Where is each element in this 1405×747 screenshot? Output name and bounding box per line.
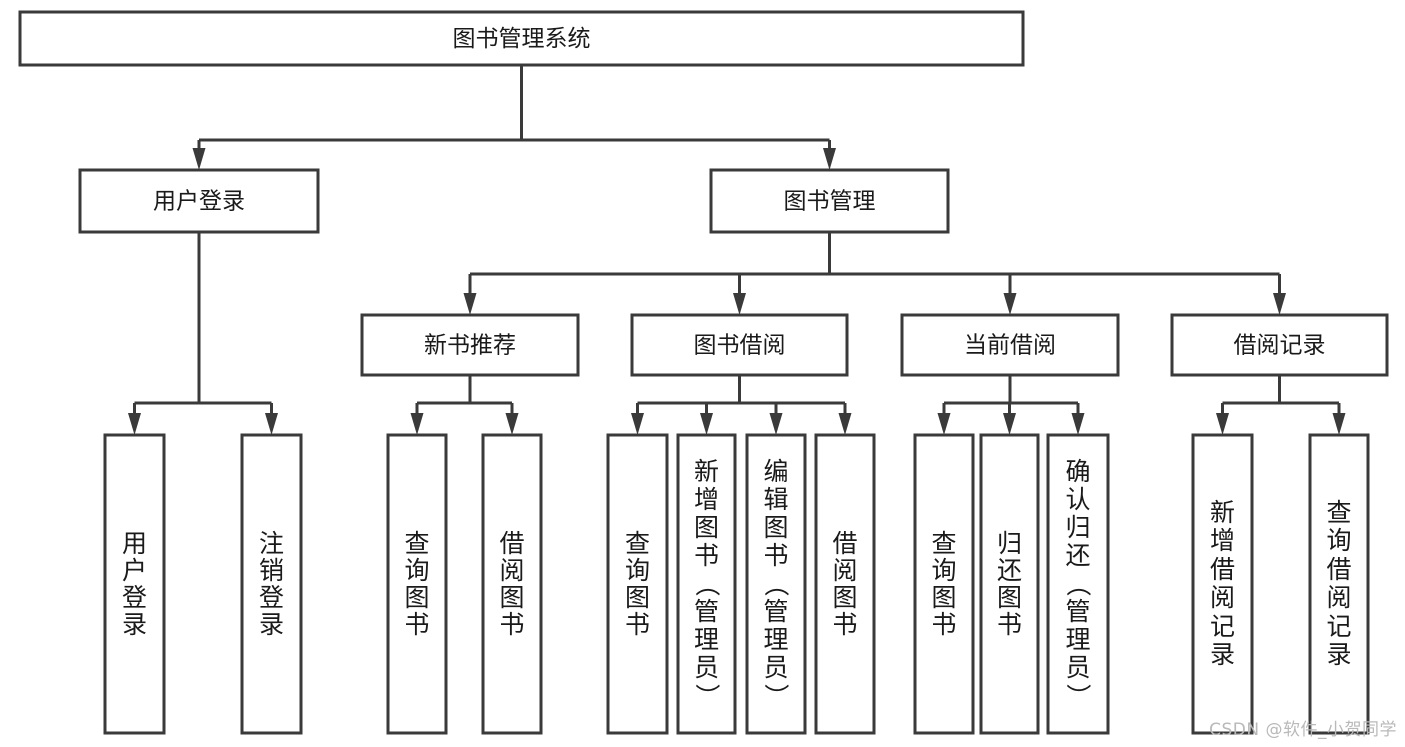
arrow-head-icon — [937, 413, 951, 435]
arrow-head-icon — [265, 413, 278, 435]
node-leaf-query-record-box[interactable] — [1308, 433, 1370, 735]
node-root-box[interactable] — [18, 10, 1025, 67]
node-book-borrow-label: 图书借阅 — [694, 333, 786, 359]
arrow-head-icon — [700, 413, 713, 435]
node-user-login-label: 用户登录 — [153, 189, 245, 215]
node-leaf-add-book-box[interactable] — [676, 433, 737, 735]
arrow-head-icon — [1003, 413, 1016, 435]
node-new-book-rec-box[interactable] — [360, 313, 580, 377]
arrow-head-icon — [1273, 293, 1286, 315]
arrow-head-icon — [1003, 293, 1017, 315]
arrow-head-icon — [1216, 413, 1229, 435]
node-leaf-query-book-2-box[interactable] — [606, 433, 669, 735]
boxes-layer — [18, 10, 1389, 735]
node-leaf-borrow-book-2-box[interactable] — [814, 433, 876, 735]
node-leaf-add-record-box[interactable] — [1191, 433, 1254, 735]
node-leaf-borrow-book-1-box[interactable] — [481, 433, 543, 735]
node-leaf-user-login-box[interactable] — [103, 433, 166, 735]
arrow-head-icon — [1332, 413, 1346, 435]
arrow-head-icon — [192, 148, 206, 170]
arrow-head-icon — [463, 293, 477, 315]
node-book-manage-box[interactable] — [709, 168, 950, 234]
node-leaf-return-book-box[interactable] — [979, 433, 1040, 735]
arrow-head-icon — [505, 413, 519, 435]
node-root-label: 图书管理系统 — [453, 26, 591, 52]
node-book-manage-label: 图书管理 — [784, 189, 876, 215]
arrow-head-icon — [410, 413, 424, 435]
node-leaf-edit-book-box[interactable] — [745, 433, 807, 735]
arrow-head-icon — [769, 413, 783, 435]
node-new-book-rec-label: 新书推荐 — [424, 333, 516, 359]
connectors-layer — [128, 65, 1346, 435]
arrow-head-icon — [128, 413, 141, 435]
node-current-borrow-label: 当前借阅 — [964, 333, 1056, 359]
node-borrow-record-label: 借阅记录 — [1234, 333, 1326, 359]
node-current-borrow-box[interactable] — [900, 313, 1120, 377]
arrow-head-icon — [838, 413, 852, 435]
node-leaf-logout-box[interactable] — [240, 433, 303, 735]
arrow-head-icon — [1071, 413, 1085, 435]
node-leaf-query-book-1-box[interactable] — [386, 433, 448, 735]
arrow-head-icon — [733, 293, 746, 315]
node-leaf-query-book-3-box[interactable] — [913, 433, 975, 735]
node-user-login-box[interactable] — [78, 168, 320, 234]
arrow-head-icon — [823, 148, 836, 170]
node-book-borrow-box[interactable] — [630, 313, 849, 377]
watermark: CSDN @软件_小贺同学 — [1209, 720, 1397, 740]
node-borrow-record-box[interactable] — [1170, 313, 1389, 377]
node-leaf-confirm-return-box[interactable] — [1046, 433, 1110, 735]
arrow-head-icon — [631, 413, 644, 435]
